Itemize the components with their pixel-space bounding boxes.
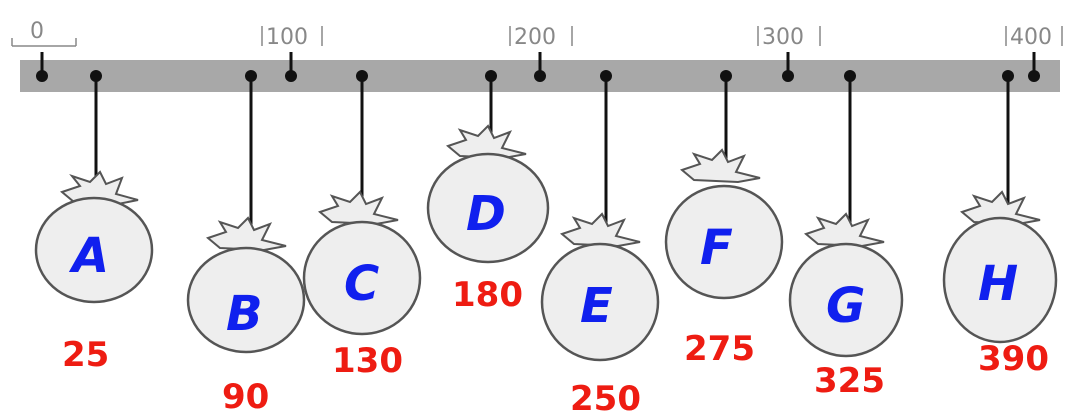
scale-tick-0: 0 <box>11 19 77 47</box>
bag-b: B 90 <box>186 70 306 414</box>
scale-tick-400: 400 <box>1005 25 1063 50</box>
scale-tick-label: 0 <box>30 19 44 44</box>
bag-value: 180 <box>452 275 523 315</box>
scale-tick-label: 400 <box>1010 25 1052 50</box>
bag-letter: C <box>344 256 379 312</box>
bag-letter: B <box>226 286 263 342</box>
bag-g: G 325 <box>788 70 904 401</box>
bag-letter: D <box>466 186 506 242</box>
bag-letter: F <box>700 220 733 276</box>
scale-tick-label: 200 <box>514 25 556 50</box>
bag-letter: A <box>68 228 109 284</box>
bag-d: D 180 <box>426 70 550 315</box>
bag-letter: G <box>826 278 865 334</box>
bag-c: C 130 <box>302 70 422 381</box>
bag-a: A 25 <box>34 70 154 375</box>
bag-f: F 275 <box>664 70 784 369</box>
scale-tick-100: 100 <box>261 25 323 50</box>
bag-letter: E <box>580 278 613 334</box>
bag-value: 130 <box>332 341 403 381</box>
bag-value: 250 <box>570 379 641 414</box>
bag-value: 390 <box>978 339 1049 379</box>
bag-letter: H <box>978 256 1018 312</box>
bag-h: H 390 <box>942 70 1058 379</box>
scale-tick-label: 100 <box>266 25 308 50</box>
bag-value: 90 <box>222 377 269 414</box>
scale-tick-200: 200 <box>509 25 573 50</box>
bag-value: 325 <box>814 361 885 401</box>
scale-tick-300: 300 <box>757 25 821 50</box>
scale-ticks: 0 100 200 300 400 <box>11 19 1063 50</box>
bag-e: E 250 <box>540 70 660 414</box>
bag-value: 275 <box>684 329 755 369</box>
scale-pins <box>36 52 1040 82</box>
scale-tick-label: 300 <box>762 25 804 50</box>
bag-value: 25 <box>62 335 109 375</box>
